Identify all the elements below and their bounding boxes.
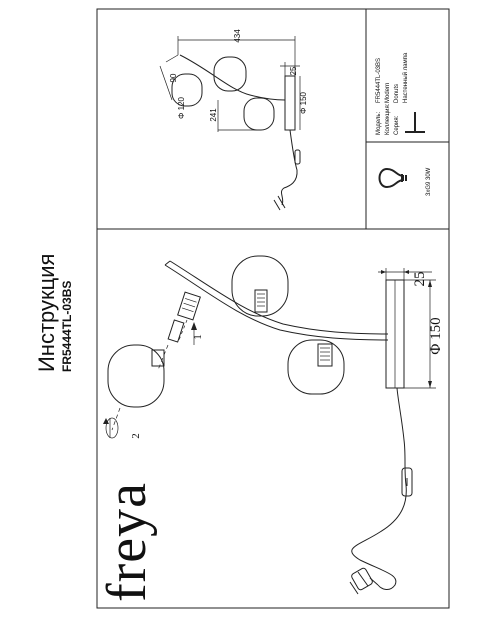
- dimension-depth: [378, 268, 432, 280]
- spec-collection-label: Коллекция:: [385, 103, 391, 135]
- glass-shade-exploded: [107, 344, 165, 431]
- dim-diameter-label: Φ 150: [428, 317, 444, 354]
- step-2-rotate-arrow: [103, 417, 119, 439]
- bulb-panel: 3xG9 30W: [378, 167, 432, 196]
- spec-model-value: FR5444TL-03BS: [376, 58, 382, 103]
- dim-depth-label: 25: [412, 272, 428, 287]
- glass-shade: [287, 339, 345, 395]
- dimension-diameter: [404, 279, 436, 389]
- panel-frames: [96, 8, 450, 609]
- wall-lamp-icon: [405, 112, 425, 133]
- step-2-label: 2: [130, 433, 142, 439]
- spec-series-value: Donuts: [394, 84, 400, 103]
- step-1-arrow: [191, 322, 197, 345]
- spec-collection-value: Modern: [385, 83, 391, 103]
- cord-switch-icon: [401, 467, 413, 497]
- mini-dim-width-label: 434: [233, 29, 242, 43]
- mini-dim-arm-label: 241: [209, 108, 218, 122]
- mini-dim-depth-label: 25: [289, 66, 298, 75]
- spec-model-label: Модель:: [376, 111, 382, 135]
- light-bulb-icon: [378, 167, 407, 189]
- mini-dim-height-label: 90: [169, 73, 178, 82]
- mini-dim-shade-label: Φ 120: [177, 96, 186, 119]
- mini-dimension-drawing: 434 25 Φ 150 Φ 120 90 241: [159, 29, 308, 211]
- plug-icon: [349, 567, 379, 595]
- main-assembly-drawing: 25 Φ 150 1 2: [103, 255, 444, 595]
- glass-shade: [231, 255, 289, 317]
- bulb-spec-label: 3xG9 30W: [426, 167, 432, 196]
- spec-panel: Модель: FR5444TL-03BS Коллекция: Modern …: [376, 52, 425, 135]
- power-cord: [351, 387, 407, 590]
- step-1-label: 1: [192, 334, 204, 340]
- spec-type-value: Настенный лампа: [402, 52, 409, 103]
- spec-series-label: Серия:: [394, 115, 400, 135]
- mini-dim-diameter-label: Φ 150: [299, 91, 308, 114]
